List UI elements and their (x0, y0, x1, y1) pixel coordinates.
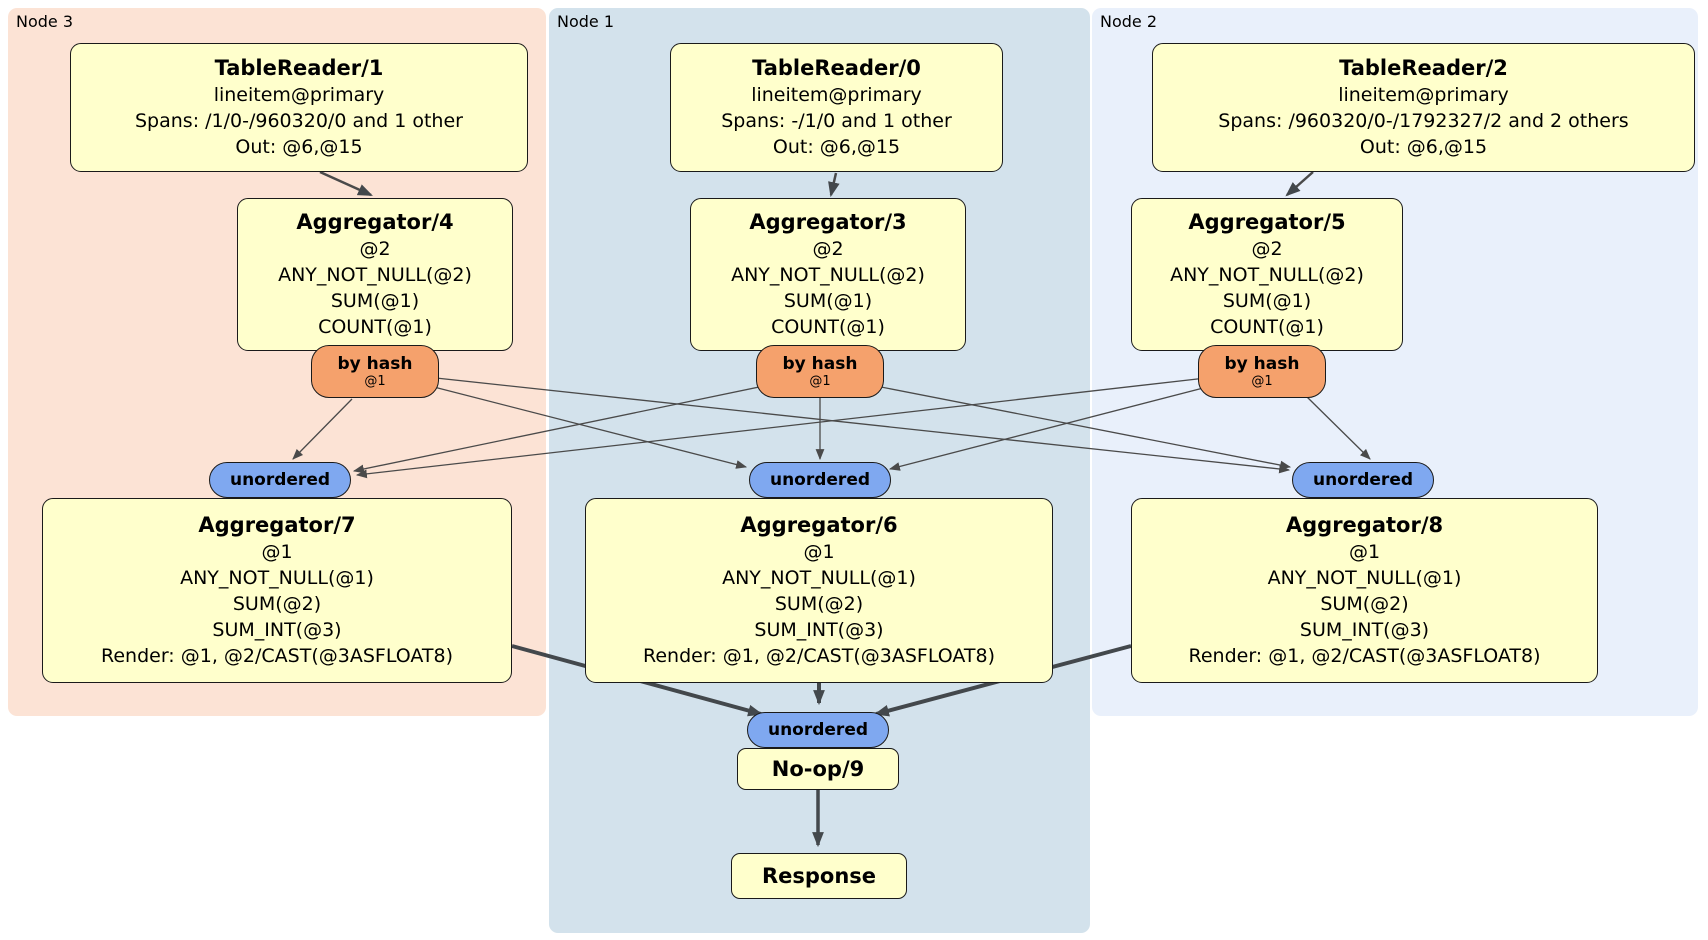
processor-tablereader-0: TableReader/0 lineitem@primary Spans: -/… (670, 43, 1003, 172)
processor-detail: @2 (359, 238, 391, 260)
processor-detail: lineitem@primary (1338, 84, 1509, 106)
router-detail: @1 (809, 373, 831, 389)
processor-title: Aggregator/6 (740, 513, 898, 537)
processor-detail: Out: @6,@15 (235, 136, 363, 158)
processor-title: Aggregator/5 (1188, 210, 1346, 234)
edge-bh5-u8 (1303, 393, 1371, 460)
processor-title: TableReader/2 (1339, 56, 1508, 80)
processor-detail: @2 (812, 238, 844, 260)
sync-unordered-6: unordered (749, 462, 891, 498)
processor-detail: COUNT(@1) (318, 316, 432, 338)
node1-group-label: Node 1 (557, 12, 615, 31)
processor-detail: SUM(@1) (330, 290, 420, 312)
processor-detail: Out: @6,@15 (1359, 136, 1488, 158)
processor-detail: Spans: /1/0-/960320/0 and 1 other (135, 110, 463, 132)
edge-bh3-u8 (875, 385, 1292, 470)
processor-detail: @1 (803, 541, 835, 563)
processor-detail: SUM_INT(@3) (754, 619, 884, 641)
processor-detail: SUM(@2) (774, 593, 864, 615)
processor-detail: Render: @1, @2/CAST(@3ASFLOAT8) (101, 645, 453, 667)
processor-aggregator-8: Aggregator/8 @1 ANY_NOT_NULL(@1) SUM(@2)… (1131, 498, 1598, 683)
edge-tr0-agg3 (828, 172, 840, 198)
router-label: by hash (1224, 353, 1300, 374)
router-label: by hash (782, 353, 858, 374)
sync-unordered-final: unordered (747, 712, 889, 748)
processor-detail: lineitem@primary (751, 84, 922, 106)
processor-detail: Out: @6,@15 (772, 136, 901, 158)
node2-group-label: Node 2 (1100, 12, 1158, 31)
processor-detail: SUM(@2) (232, 593, 322, 615)
edge-tr1-agg4 (319, 170, 373, 197)
processor-aggregator-6: Aggregator/6 @1 ANY_NOT_NULL(@1) SUM(@2)… (585, 498, 1053, 683)
processor-aggregator-3: Aggregator/3 @2 ANY_NOT_NULL(@2) SUM(@1)… (690, 198, 966, 351)
processor-title: No-op/9 (771, 756, 865, 781)
processor-aggregator-7: Aggregator/7 @1 ANY_NOT_NULL(@1) SUM(@2)… (42, 498, 512, 683)
processor-tablereader-1: TableReader/1 lineitem@primary Spans: /1… (70, 43, 528, 172)
edge-bh5-u7 (355, 377, 1207, 479)
processor-title: Aggregator/3 (749, 210, 907, 234)
processor-detail: ANY_NOT_NULL(@2) (1170, 264, 1364, 286)
edge-bh4-u8 (435, 377, 1291, 474)
processor-detail: Render: @1, @2/CAST(@3ASFLOAT8) (643, 645, 995, 667)
processor-detail: ANY_NOT_NULL(@2) (278, 264, 472, 286)
processor-title: Aggregator/8 (1285, 513, 1444, 537)
edge-bh3-u7 (352, 385, 765, 474)
processor-detail: ANY_NOT_NULL(@1) (722, 567, 916, 589)
processor-detail: @1 (261, 541, 293, 563)
processor-title: Aggregator/4 (296, 210, 454, 234)
processor-detail: COUNT(@1) (1210, 316, 1324, 338)
processor-detail: SUM(@2) (1320, 593, 1409, 615)
processor-detail: Spans: /960320/0-/1792327/2 and 2 others (1218, 110, 1629, 132)
processor-detail: @1 (1348, 541, 1381, 563)
sync-unordered-8: unordered (1292, 462, 1434, 498)
edge-bh4-u7 (292, 398, 353, 460)
processor-aggregator-5: Aggregator/5 @2 ANY_NOT_NULL(@2) SUM(@1)… (1131, 198, 1403, 351)
processor-detail: SUM(@1) (783, 290, 873, 312)
router-label: by hash (337, 353, 413, 374)
processor-noop-9: No-op/9 (737, 748, 899, 790)
processor-title: TableReader/0 (752, 56, 921, 80)
router-detail: @1 (1251, 373, 1273, 389)
processor-detail: SUM(@1) (1222, 290, 1312, 312)
node3-group-label: Node 3 (16, 12, 74, 31)
processor-detail: ANY_NOT_NULL(@1) (1267, 567, 1462, 589)
edge-bh5-u6 (888, 385, 1212, 471)
processor-detail: Spans: -/1/0 and 1 other (721, 110, 952, 132)
sync-unordered-7: unordered (209, 462, 351, 498)
processor-detail: @2 (1251, 238, 1283, 260)
processor-title: TableReader/1 (214, 56, 384, 80)
router-by-hash-5: by hash @1 (1198, 345, 1326, 398)
processor-detail: SUM_INT(@3) (212, 619, 342, 641)
router-by-hash-4: by hash @1 (311, 345, 439, 398)
router-by-hash-3: by hash @1 (756, 345, 884, 398)
processor-title: Response (761, 863, 877, 888)
processor-detail: ANY_NOT_NULL(@1) (180, 567, 374, 589)
edge-bh4-u6 (429, 385, 748, 469)
processor-response: Response (731, 853, 907, 899)
processor-detail: Render: @1, @2/CAST(@3ASFLOAT8) (1188, 645, 1541, 667)
processor-detail: SUM_INT(@3) (1299, 619, 1430, 641)
processor-tablereader-2: TableReader/2 lineitem@primary Spans: /9… (1152, 43, 1695, 172)
router-detail: @1 (364, 373, 386, 389)
processor-title: Aggregator/7 (198, 513, 356, 537)
processor-detail: COUNT(@1) (771, 316, 885, 338)
edge-tr2-agg5 (1285, 171, 1314, 197)
processor-detail: lineitem@primary (213, 84, 385, 106)
processor-aggregator-4: Aggregator/4 @2 ANY_NOT_NULL(@2) SUM(@1)… (237, 198, 513, 351)
processor-detail: ANY_NOT_NULL(@2) (731, 264, 925, 286)
